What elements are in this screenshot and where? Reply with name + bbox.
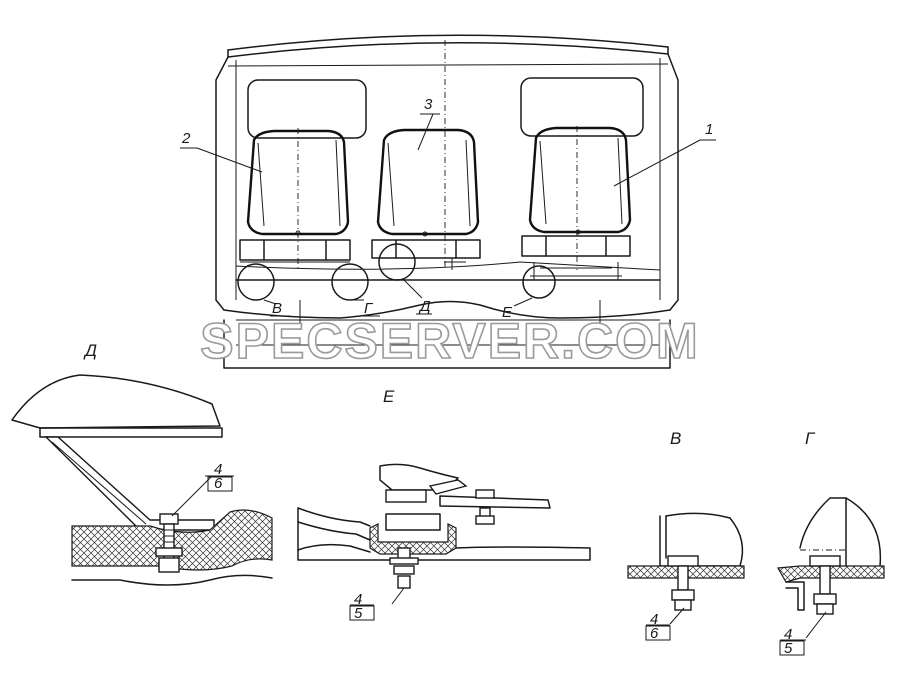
mark-e: Е: [502, 304, 513, 321]
seat-right: [521, 126, 632, 280]
watermark: SPECSERVER.COM: [200, 313, 699, 369]
detail-d-title: Д: [83, 341, 97, 360]
detail-circle-d: [378, 243, 416, 281]
callout-1: 1: [705, 121, 713, 138]
detail-g: Г: [777, 429, 885, 656]
detail-e-title: Е: [383, 387, 395, 406]
detail-e-pos-4: 4: [354, 591, 362, 608]
mark-d: Д: [418, 298, 431, 315]
detail-g-pos-4: 4: [784, 626, 792, 643]
detail-circle-e: [522, 265, 556, 299]
detail-d-pos-4: 4: [214, 461, 222, 478]
callout-3: 3: [424, 96, 433, 113]
seat-left: [239, 128, 351, 270]
detail-e-pos-5: 5: [354, 605, 363, 622]
detail-d: Д: [11, 341, 273, 586]
detail-circle-v: [237, 263, 275, 301]
mark-v: В: [272, 300, 282, 317]
detail-v: В: [627, 429, 745, 641]
detail-e: Е: [297, 387, 591, 621]
mark-g: Г: [364, 300, 374, 317]
detail-v-pos-6: 6: [650, 625, 659, 642]
callout-2: 2: [181, 130, 191, 147]
detail-g-title: Г: [805, 429, 816, 448]
detail-v-pos-4: 4: [650, 611, 658, 628]
cabin-main-view: [180, 34, 716, 369]
detail-v-title: В: [670, 429, 681, 448]
seat-centre: [371, 128, 481, 270]
detail-d-pos-6: 6: [214, 475, 223, 492]
detail-g-pos-5: 5: [784, 640, 793, 657]
